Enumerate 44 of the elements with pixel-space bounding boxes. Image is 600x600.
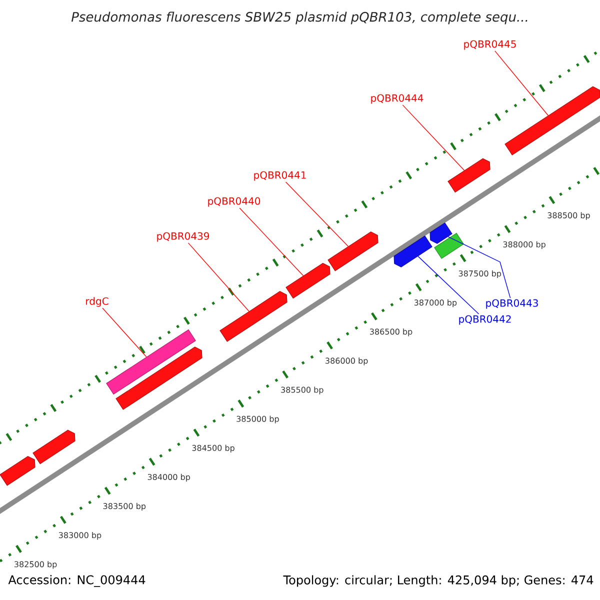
scale-label: 387500 bp [458, 270, 502, 278]
gene-label: pQBR0444 [371, 94, 424, 104]
scale-label: 386000 bp [326, 358, 368, 366]
gene-bar [434, 232, 464, 259]
scale-label: 383000 bp [58, 532, 102, 540]
scale-label: 388000 bp [503, 241, 546, 249]
scale-label: 387000 bp [414, 299, 457, 308]
gene-feature [116, 346, 202, 410]
scale-label: 384000 bp [148, 474, 190, 482]
gene-label: pQBR0442 [459, 315, 511, 325]
gene-feature [504, 86, 600, 156]
gene-feature [0, 456, 36, 486]
scale-label: 382500 bp [14, 561, 57, 569]
scale-label: 388500 bp [548, 212, 590, 220]
gene-feature [328, 232, 378, 272]
summary-text: Topology: circular; Length: 425,094 bp; Genes: 474 [283, 575, 594, 587]
scale-label: 384500 bp [192, 444, 234, 452]
gene-label: pQBR0441 [254, 171, 306, 181]
scale-label: 385500 bp [281, 386, 324, 394]
gene-label: pQBR0439 [157, 232, 210, 242]
gene-label: pQBR0445 [464, 40, 516, 50]
leader-line [418, 256, 480, 314]
gene-label: rdgC [86, 297, 108, 307]
leader-line [239, 208, 304, 276]
scale-label: 383500 bp [103, 502, 146, 511]
gene-feature [286, 262, 330, 299]
leader-line [402, 104, 465, 171]
leader-line [448, 236, 511, 298]
gene-feature [220, 291, 288, 342]
gene-feature [394, 236, 432, 268]
gene-feature [32, 430, 76, 464]
leader-line [188, 242, 250, 312]
gene-bar [106, 329, 196, 395]
gene-feature [430, 222, 452, 244]
scale-label: 386500 bp [370, 328, 412, 336]
leader-line [285, 182, 349, 247]
accession-text: Accession: NC_009444 [8, 575, 146, 587]
title: Pseudomonas fluorescens SBW25 plasmid pQBR103, complete sequ... [71, 12, 528, 24]
leader-line [102, 308, 147, 358]
leader-line [494, 50, 548, 116]
gene-feature [448, 158, 490, 193]
gene-label: pQBR0443 [486, 299, 538, 309]
gene-label: pQBR0440 [208, 197, 260, 207]
scale-label: 385000 bp [236, 416, 279, 424]
